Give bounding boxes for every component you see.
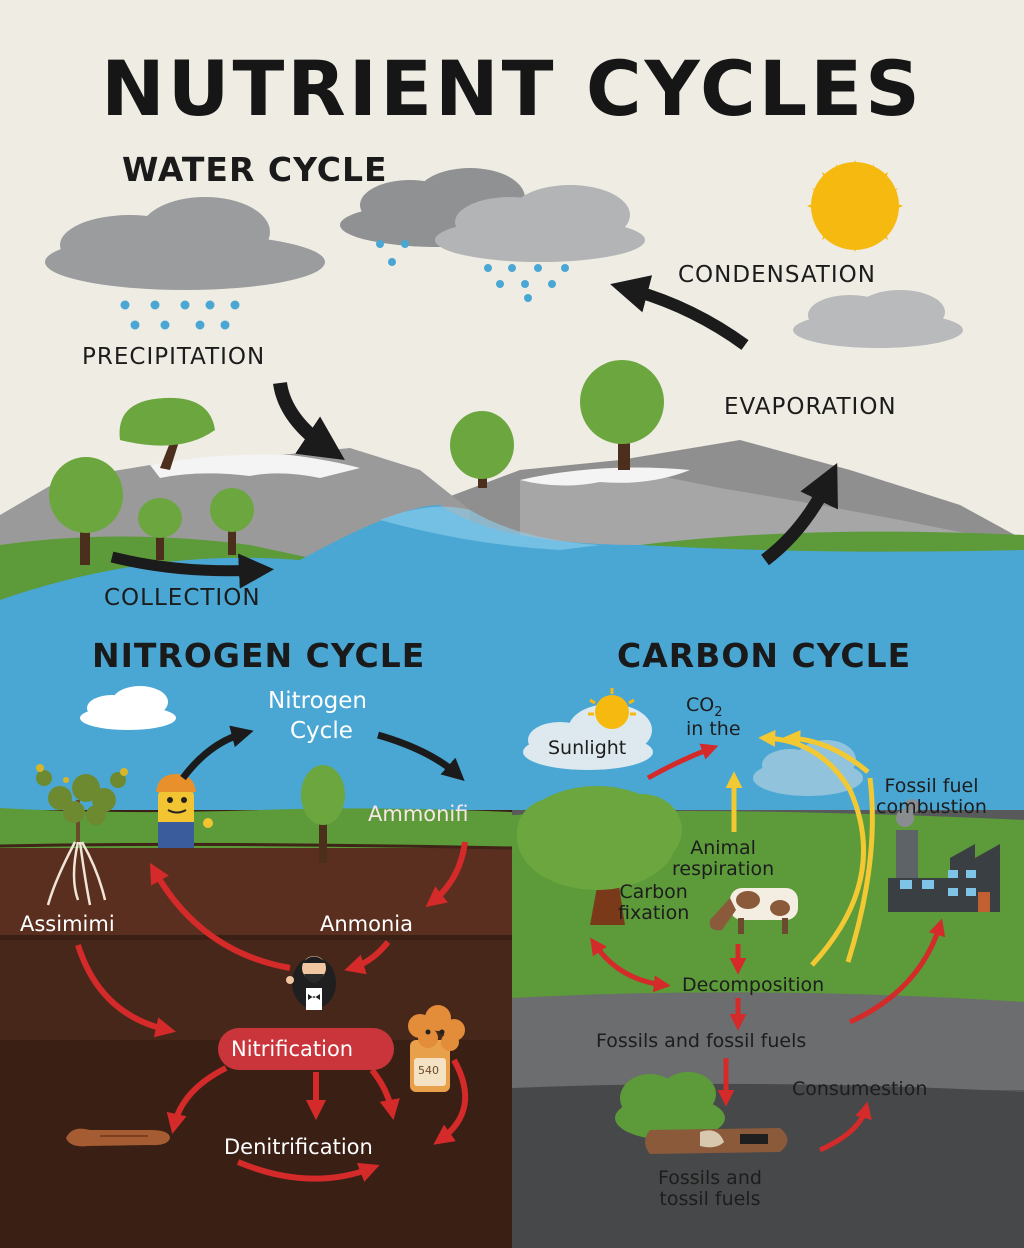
fossils-bottom-line1: Fossils and — [658, 1167, 762, 1189]
sun-icon — [807, 160, 903, 252]
water-cycle-heading: WATER CYCLE — [122, 150, 388, 189]
nitrogen-cycle-heading: NITROGEN CYCLE — [92, 636, 426, 675]
precipitation-label: PRECIPITATION — [82, 344, 266, 370]
tree-water-left-small — [49, 457, 254, 565]
plant-roots-icon — [36, 764, 128, 906]
co2-label: CO2 — [686, 694, 723, 720]
arrow-sunlight-to-co2 — [646, 743, 719, 781]
arrow-yellow-down — [845, 777, 875, 963]
raindrops-left — [120, 300, 240, 330]
carbon-cycle-heading: CARBON CYCLE — [617, 636, 912, 675]
animal-respiration-line2: respiration — [672, 858, 775, 880]
arrow-fuels-to-factory — [848, 918, 946, 1025]
sunlight-label: Sunlight — [548, 737, 627, 759]
arrow-decomposition-to-co2 — [758, 729, 867, 967]
sun-small-icon — [588, 688, 636, 729]
consumestion-label: Consumestion — [792, 1078, 928, 1100]
assimimi-label: Assimimi — [20, 912, 115, 936]
nitrification-pill — [218, 1028, 394, 1070]
snow-cap-left — [150, 454, 360, 478]
carbon-fixation-line1: Carbon — [619, 881, 688, 903]
water-highlight — [380, 506, 600, 550]
collection-arrow — [110, 551, 275, 589]
cow-icon — [709, 888, 798, 934]
worm-icon — [66, 1128, 170, 1147]
small-cloud-right — [793, 290, 963, 348]
factory-icon — [888, 799, 1000, 912]
nitrification-label: Nitrification — [231, 1037, 354, 1061]
arrow-jar-to-denitrification — [433, 1058, 469, 1145]
collection-label: COLLECTION — [104, 585, 261, 611]
nitrogen-center-label-line2: Cycle — [290, 718, 353, 744]
nitrogen-center-label-line1: Nitrogen — [268, 688, 367, 714]
cloud-nitrogen — [80, 686, 176, 730]
tree-water-center — [450, 411, 514, 488]
water-cycle-scene — [0, 440, 1024, 810]
arrow-assimimi-to-nitrification — [75, 944, 176, 1038]
carbon-fixation-line2: fixation — [618, 902, 690, 924]
fossil-combustion-line1: Fossil fuel — [884, 775, 979, 797]
tree-water-right — [580, 360, 664, 470]
condensation-arrow — [610, 275, 749, 350]
tree-water-left-large — [119, 397, 215, 470]
bush-icon — [615, 1072, 725, 1140]
raindrops-middle — [376, 240, 409, 266]
rain-cloud-left — [45, 197, 325, 290]
arrow-scientist-to-plant — [150, 862, 291, 971]
decomposition-label: Decomposition — [682, 974, 825, 996]
fossil-combustion-line2: combustion — [876, 796, 987, 818]
arrow-bottom-loop — [236, 1159, 380, 1182]
precipitation-arrow — [273, 381, 345, 460]
arrow-from-nitrogen-cycle — [377, 731, 465, 781]
microbe-jar-icon — [408, 1005, 465, 1092]
animal-respiration-line1: Animal — [690, 837, 756, 859]
arrow-nitrification-right — [369, 1068, 400, 1121]
ammonifi-label: Ammonifi — [368, 802, 469, 826]
co2-text: CO — [686, 694, 715, 716]
cloud-sunlight — [523, 704, 653, 770]
rain-cloud-right — [435, 185, 645, 262]
page-title: NUTRIENT CYCLES — [101, 44, 923, 133]
arrow-to-nitrogen-cycle — [180, 725, 254, 781]
snow-cap-right — [520, 467, 690, 486]
arrow-consumestion — [818, 1101, 872, 1153]
evaporation-label: EVAPORATION — [724, 394, 897, 420]
condensation-label: CONDENSATION — [678, 262, 876, 288]
raindrops-right — [484, 264, 569, 302]
arrow-ammonifi-to-anmonia — [425, 841, 468, 908]
arrow-nitrification-left — [166, 1065, 228, 1134]
tree-nitrogen — [301, 765, 345, 863]
arrow-combustion-to-co2 — [783, 730, 870, 774]
jar-label: 540 — [418, 1064, 439, 1077]
fossils-fuels-label: Fossils and fossil fuels — [596, 1030, 807, 1052]
arrow-anmonia-to-scientist — [344, 940, 391, 975]
denitrification-label: Denitrification — [224, 1135, 373, 1159]
co2-label-line2: in the — [686, 718, 741, 740]
tree-carbon — [517, 786, 682, 925]
anmonia-label: Anmonia — [320, 912, 413, 936]
evaporation-arrow — [761, 463, 838, 566]
arrow-tree-decomposition — [590, 937, 671, 993]
fossil-log-icon — [645, 1128, 788, 1154]
fossils-bottom-line2: tossil fuels — [659, 1188, 761, 1210]
co2-subscript: 2 — [714, 704, 723, 720]
scientist-character-icon — [286, 956, 336, 1010]
